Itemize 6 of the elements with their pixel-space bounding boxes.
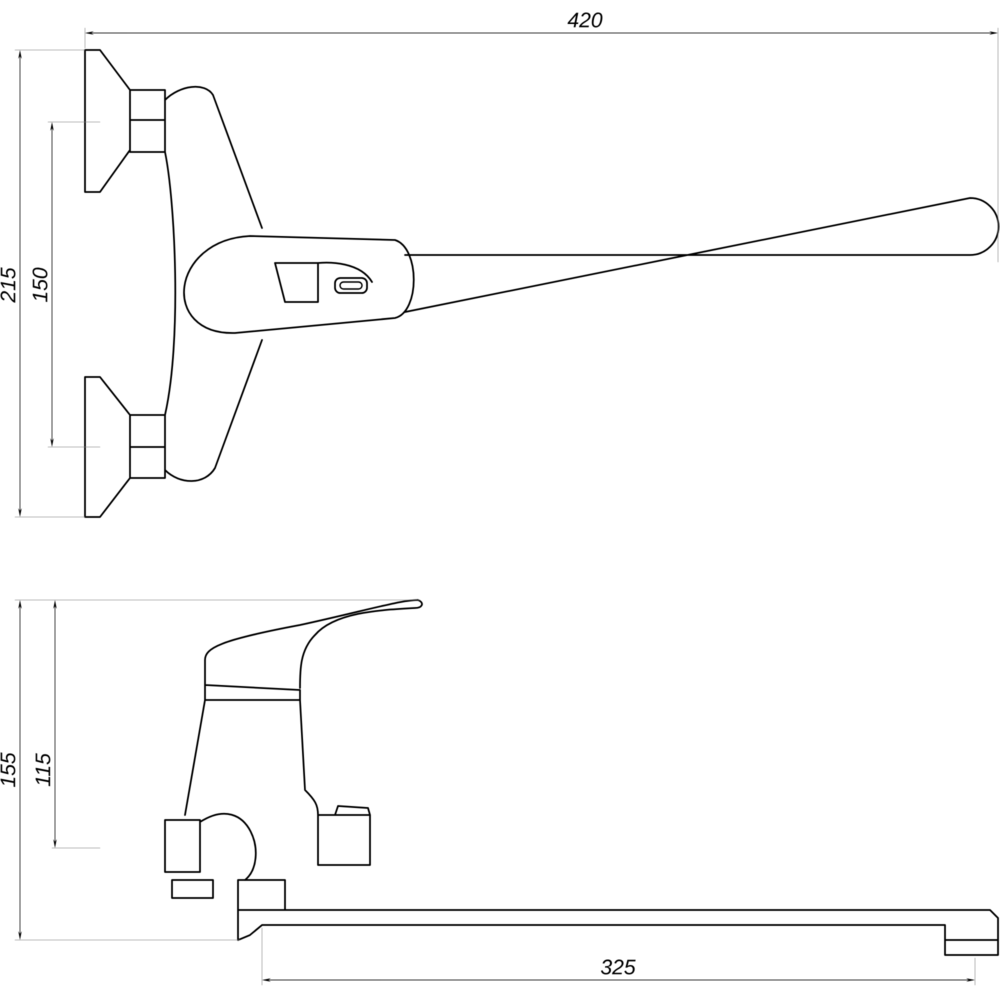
dimension-label: 150 xyxy=(32,268,48,302)
dimension-label: 115 xyxy=(36,753,50,786)
dimension-label: 420 xyxy=(568,12,602,28)
dimension-label: 215 xyxy=(0,267,16,303)
dimension-label: 155 xyxy=(0,752,16,788)
dimension-label: 325 xyxy=(600,960,636,974)
